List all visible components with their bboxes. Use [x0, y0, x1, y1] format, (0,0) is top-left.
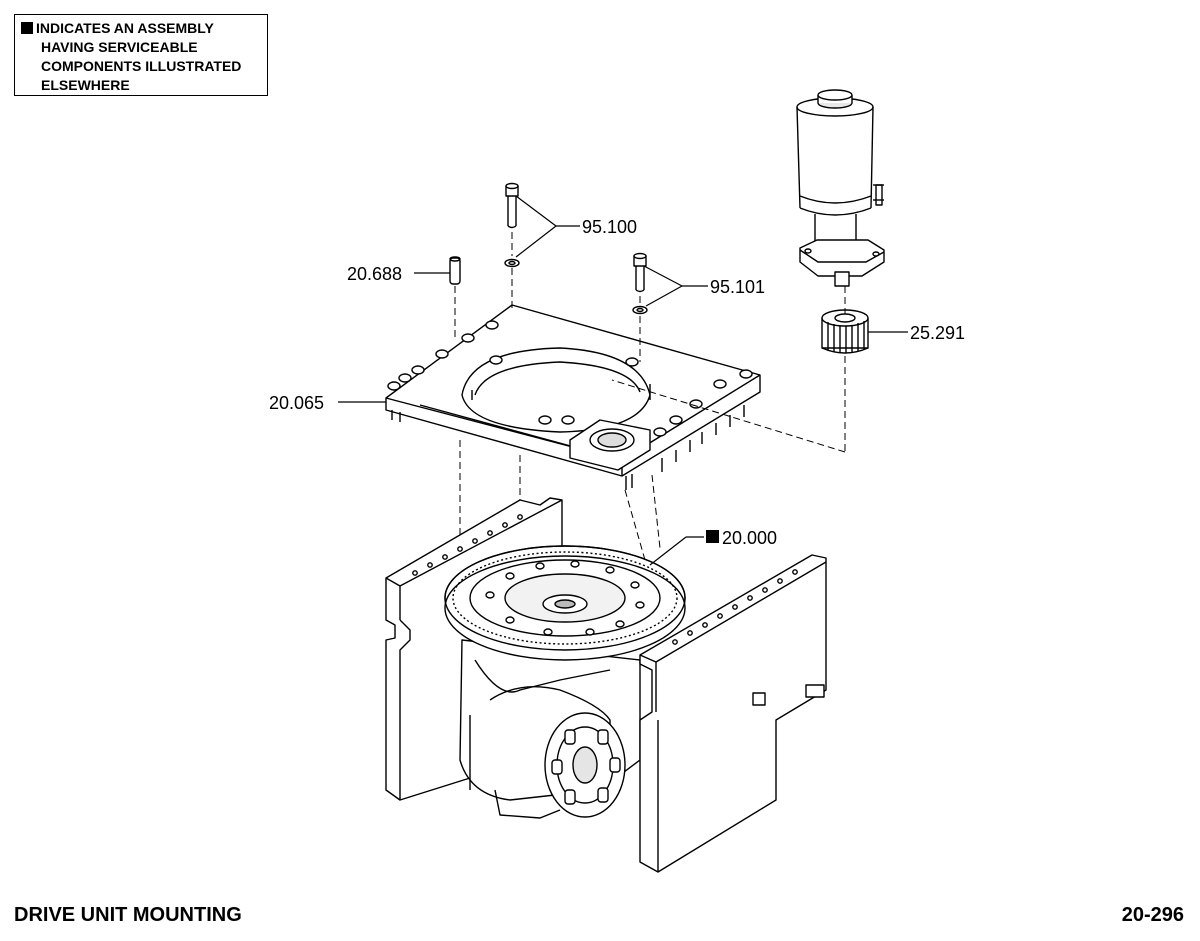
- legend-line-3: COMPONENTS ILLUSTRATED: [41, 58, 242, 74]
- callout-25-291: 25.291: [910, 323, 965, 343]
- callout-20-000: 20.000: [722, 528, 777, 548]
- callout-20-688: 20.688: [347, 264, 402, 284]
- pinion-gear: [821, 309, 869, 354]
- assembly-marker-icon: [21, 22, 33, 34]
- bolt-95-101: [632, 252, 648, 315]
- mounting-plate: [385, 304, 761, 490]
- page-number: 20-296: [1121, 904, 1184, 926]
- drive-unit: [444, 545, 686, 819]
- bolt-95-100: [504, 182, 520, 268]
- callout-95-100: 95.100: [582, 217, 637, 237]
- legend-line-2: HAVING SERVICEABLE: [41, 39, 198, 55]
- leader-lines: [338, 195, 908, 566]
- right-frame-plate: [639, 554, 827, 873]
- callout-95-101: 95.101: [710, 277, 765, 297]
- page-title: DRIVE UNIT MOUNTING: [14, 904, 242, 926]
- legend-line-4: ELSEWHERE: [41, 77, 130, 93]
- legend-box: INDICATES AN ASSEMBLY HAVING SERVICEABLE…: [14, 14, 268, 96]
- assembly-marker-icon: [706, 530, 719, 543]
- dowel-pin: [449, 256, 461, 285]
- alignment-lines: [454, 232, 846, 561]
- drive-motor: [796, 89, 885, 287]
- legend-line-1: INDICATES AN ASSEMBLY: [21, 19, 261, 38]
- plate-bolt-heads: [387, 320, 753, 437]
- callout-20-065: 20.065: [269, 393, 324, 413]
